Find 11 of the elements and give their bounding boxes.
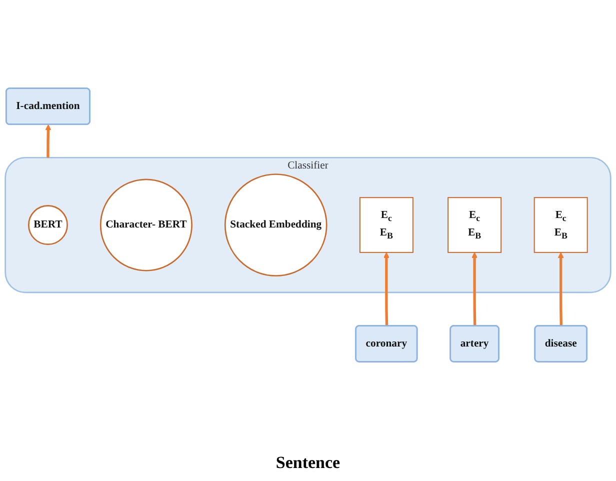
arrow xyxy=(472,252,478,327)
arrow xyxy=(558,252,564,327)
node-circle: BERT xyxy=(28,206,68,246)
node-circle: Stacked Embedding xyxy=(224,174,328,277)
arrow xyxy=(45,124,52,158)
node-box: E$_{c}$ E$_{B}$ xyxy=(534,198,588,254)
node-circle: Character- BERT xyxy=(100,179,192,272)
node-box: E$_{c}$ E$_{B}$ xyxy=(448,198,502,254)
node-box: E$_{c}$ E$_{B}$ xyxy=(359,198,414,254)
arrow xyxy=(384,252,390,327)
sentence-label: Sentence xyxy=(276,453,340,473)
